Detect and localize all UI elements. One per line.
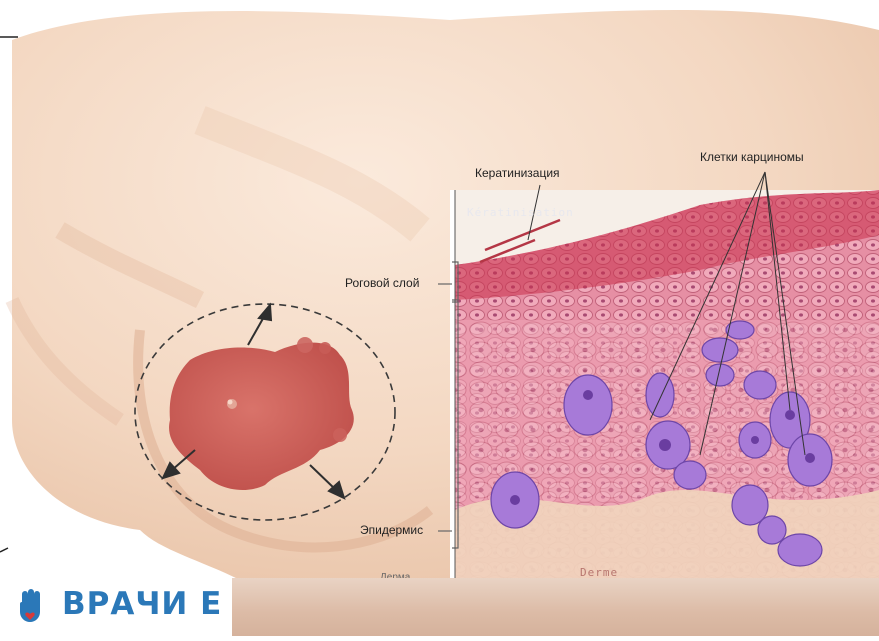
brand-logo[interactable]: ВРАЧИ Е: [16, 586, 222, 622]
keratinization-label: Кератинизация: [475, 166, 560, 180]
brand-name: ВРАЧИ Е: [62, 586, 222, 622]
stratum-corneum-label: Роговой слой: [345, 276, 419, 290]
histology-panel: [438, 172, 879, 580]
keratinization-fr-label: Kératinisation: [467, 206, 574, 219]
epidermis-label: Эпидермис: [360, 523, 423, 537]
skin-photo-strip: [232, 578, 879, 636]
carcinoma-cells-label: Клетки карциномы: [700, 150, 804, 164]
